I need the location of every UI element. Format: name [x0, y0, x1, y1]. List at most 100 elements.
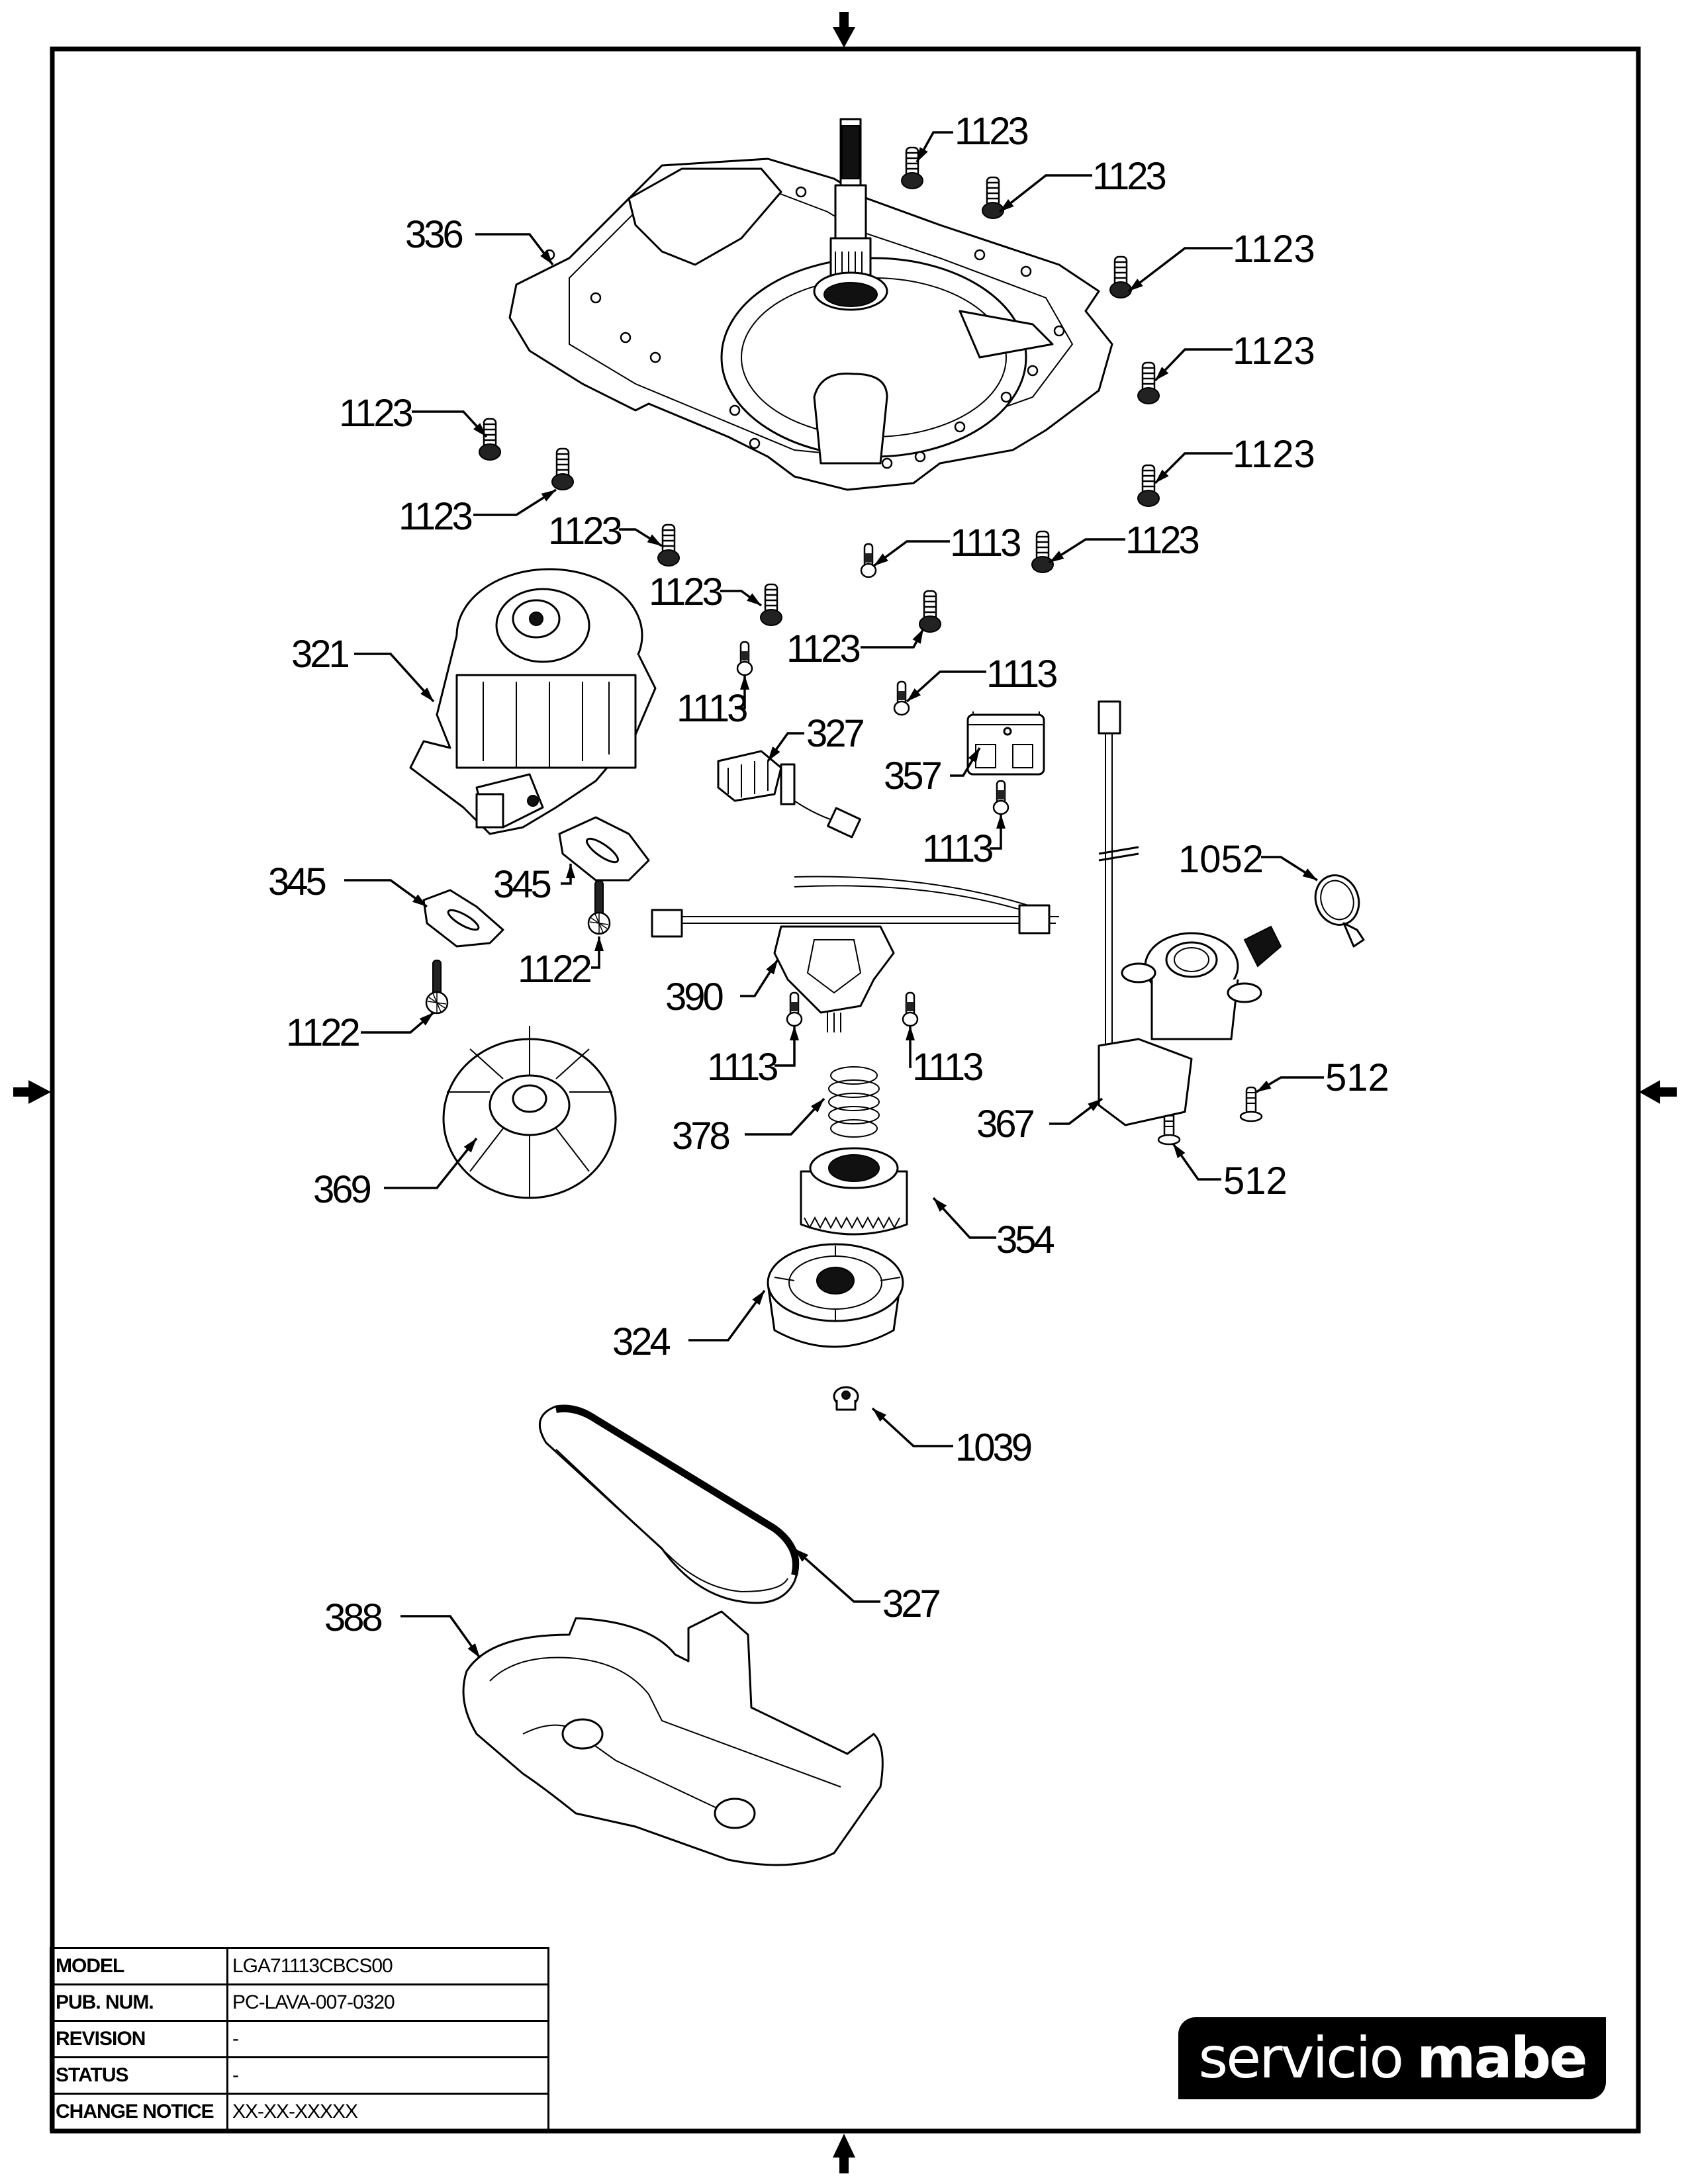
callout-512[interactable]: 512 — [1223, 1160, 1288, 1203]
top-center-arrow-icon — [833, 12, 855, 48]
screw-1122-icon[interactable] — [587, 880, 611, 935]
leader-1123 — [412, 410, 488, 438]
part-369-fan[interactable] — [442, 1026, 617, 1199]
part-367-drain-pump[interactable] — [1098, 700, 1282, 1126]
callout-1123[interactable]: 1123 — [1233, 228, 1315, 271]
part-327-harness-connector[interactable] — [717, 750, 861, 839]
leader-1113 — [990, 814, 1002, 850]
leader-arrowhead — [412, 894, 427, 907]
screw-1123-icon[interactable] — [1031, 530, 1055, 574]
callout-1122[interactable]: 1122 — [518, 948, 593, 991]
screw-1123-icon[interactable] — [551, 447, 575, 491]
screw-1123-icon[interactable] — [1137, 464, 1160, 508]
callout-345[interactable]: 345 — [493, 863, 553, 906]
screw-1123-icon[interactable] — [918, 590, 942, 633]
part-345-pad[interactable] — [422, 889, 504, 948]
screw-1113-icon[interactable] — [992, 780, 1009, 815]
callout-1123[interactable]: 1123 — [786, 627, 862, 670]
screw-1123-icon[interactable] — [759, 583, 783, 627]
leader-arrowhead — [747, 593, 761, 606]
callout-367[interactable]: 367 — [976, 1103, 1037, 1146]
bottom-center-arrow-icon — [833, 2134, 855, 2173]
screw-1123-icon[interactable] — [478, 418, 502, 461]
part-324-pulley[interactable] — [767, 1243, 904, 1348]
callout-390[interactable]: 390 — [665, 976, 726, 1019]
title-row-revision: REVISION - — [50, 2020, 549, 2058]
leader-arrowhead — [996, 814, 1006, 829]
leader-arrowhead — [594, 936, 604, 951]
callout-1113[interactable]: 1113 — [950, 522, 1023, 565]
part-390-shift-actuator[interactable] — [651, 876, 1059, 1032]
screw-512-icon[interactable] — [1239, 1086, 1263, 1122]
leader-1123 — [998, 174, 1092, 213]
callout-1123[interactable]: 1123 — [339, 392, 414, 435]
callout-357[interactable]: 357 — [884, 754, 944, 797]
callout-1123[interactable]: 1123 — [649, 570, 724, 614]
callout-388[interactable]: 388 — [324, 1596, 385, 1639]
part-345-pad[interactable] — [558, 816, 650, 882]
callout-1123[interactable]: 1123 — [1233, 433, 1315, 476]
callout-1113[interactable]: 1113 — [922, 827, 995, 870]
leader-arrowhead — [1049, 551, 1064, 563]
callout-1113[interactable]: 1113 — [912, 1046, 985, 1089]
callout-327[interactable]: 327 — [882, 1582, 943, 1625]
leader-arrowhead — [907, 688, 921, 702]
callout-321[interactable]: 321 — [291, 633, 352, 676]
part-321-motor[interactable] — [409, 568, 657, 835]
leader-1113 — [774, 1026, 796, 1067]
part-354-coupling[interactable] — [800, 1147, 908, 1236]
leader-1123 — [1154, 452, 1233, 484]
callout-1052[interactable]: 1052 — [1178, 838, 1264, 881]
callout-512[interactable]: 512 — [1325, 1056, 1389, 1099]
callout-324[interactable]: 324 — [612, 1320, 673, 1363]
callout-336[interactable]: 336 — [405, 213, 465, 256]
leader-arrowhead — [794, 1549, 809, 1562]
callout-1122[interactable]: 1122 — [286, 1011, 361, 1054]
callout-1039[interactable]: 1039 — [955, 1426, 1034, 1469]
part-378-spring[interactable] — [828, 1066, 880, 1138]
callout-1123[interactable]: 1123 — [1092, 155, 1168, 198]
callout-345[interactable]: 345 — [268, 860, 328, 903]
screw-1122-icon[interactable] — [425, 959, 449, 1015]
leader-arrowheads — [412, 147, 1317, 1658]
leader-arrowhead — [912, 629, 923, 644]
leader-1123 — [915, 131, 953, 163]
callout-1123[interactable]: 1123 — [548, 510, 624, 553]
callout-1123[interactable]: 1123 — [1233, 330, 1315, 373]
leader-321 — [354, 653, 435, 703]
callout-1113[interactable]: 1113 — [677, 687, 749, 730]
callout-354[interactable]: 354 — [996, 1218, 1057, 1261]
callout-1113[interactable]: 1113 — [986, 653, 1059, 696]
leader-arrowhead — [766, 960, 778, 975]
leader-arrowhead — [463, 1138, 477, 1153]
part-1039-nut[interactable] — [833, 1386, 859, 1411]
leader-1123 — [1154, 348, 1233, 382]
callout-378[interactable]: 378 — [672, 1115, 732, 1158]
leader-arrowhead — [1302, 868, 1317, 880]
callout-369[interactable]: 369 — [313, 1168, 373, 1211]
pub-num-value: PC-LAVA-007-0320 — [226, 1983, 549, 2022]
callout-1113[interactable]: 1113 — [707, 1046, 780, 1089]
screw-1113-icon[interactable] — [786, 991, 803, 1027]
part-336-base-plate[interactable] — [508, 118, 1113, 491]
screw-1123-icon[interactable] — [1137, 361, 1160, 405]
part-388-base-cover[interactable] — [462, 1610, 884, 1866]
screw-1113-icon[interactable] — [902, 991, 919, 1027]
leader-arrowhead — [1155, 367, 1169, 381]
screw-1123-icon[interactable] — [1109, 255, 1133, 299]
leader-arrowhead — [752, 1291, 765, 1305]
leader-378 — [745, 1097, 825, 1136]
callout-1123[interactable]: 1123 — [399, 495, 474, 538]
part-1052-hose-clamp[interactable] — [1309, 869, 1366, 948]
screw-1113-icon[interactable] — [893, 680, 910, 716]
callout-1123[interactable]: 1123 — [955, 110, 1030, 153]
screw-1113-icon[interactable] — [860, 543, 877, 578]
part-327-belt[interactable] — [539, 1404, 800, 1604]
leader-1039 — [871, 1407, 953, 1447]
screw-1113-icon[interactable] — [736, 641, 753, 676]
leader-arrowhead — [872, 1408, 886, 1422]
callout-327[interactable]: 327 — [806, 712, 867, 755]
part-357-bracket[interactable] — [966, 711, 1045, 776]
callout-1123[interactable]: 1123 — [1125, 519, 1201, 562]
